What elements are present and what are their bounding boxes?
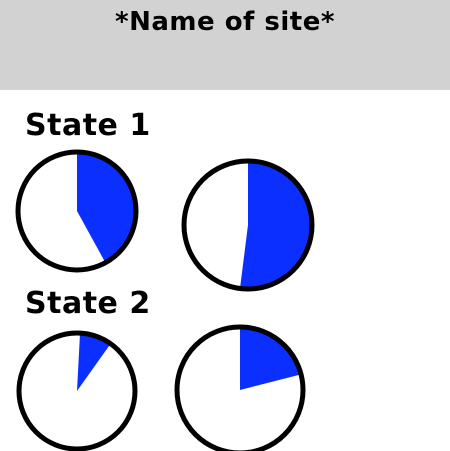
pie-filled-slice (240, 327, 302, 390)
state2-pie-2 (174, 324, 306, 451)
pie-outline (16, 330, 138, 451)
state2-heading: State 2 (25, 286, 151, 321)
pie-filled-slice (77, 152, 136, 263)
pie-background (177, 327, 303, 451)
pie-background (184, 161, 312, 289)
pie-filled-slice (77, 333, 111, 391)
pie-outline (174, 324, 306, 451)
state1-pie-2 (181, 158, 315, 292)
header-bar: *Name of site* (0, 0, 450, 90)
pie-background (19, 333, 135, 449)
site-name: *Name of site* (115, 7, 335, 37)
state1-pie-1 (15, 149, 139, 273)
state1-heading: State 1 (25, 108, 151, 143)
pie-filled-slice (239, 161, 313, 289)
pie-outline (15, 149, 139, 273)
state2-pie-1 (16, 330, 138, 451)
pie-background (18, 152, 136, 270)
pie-outline (181, 158, 315, 292)
